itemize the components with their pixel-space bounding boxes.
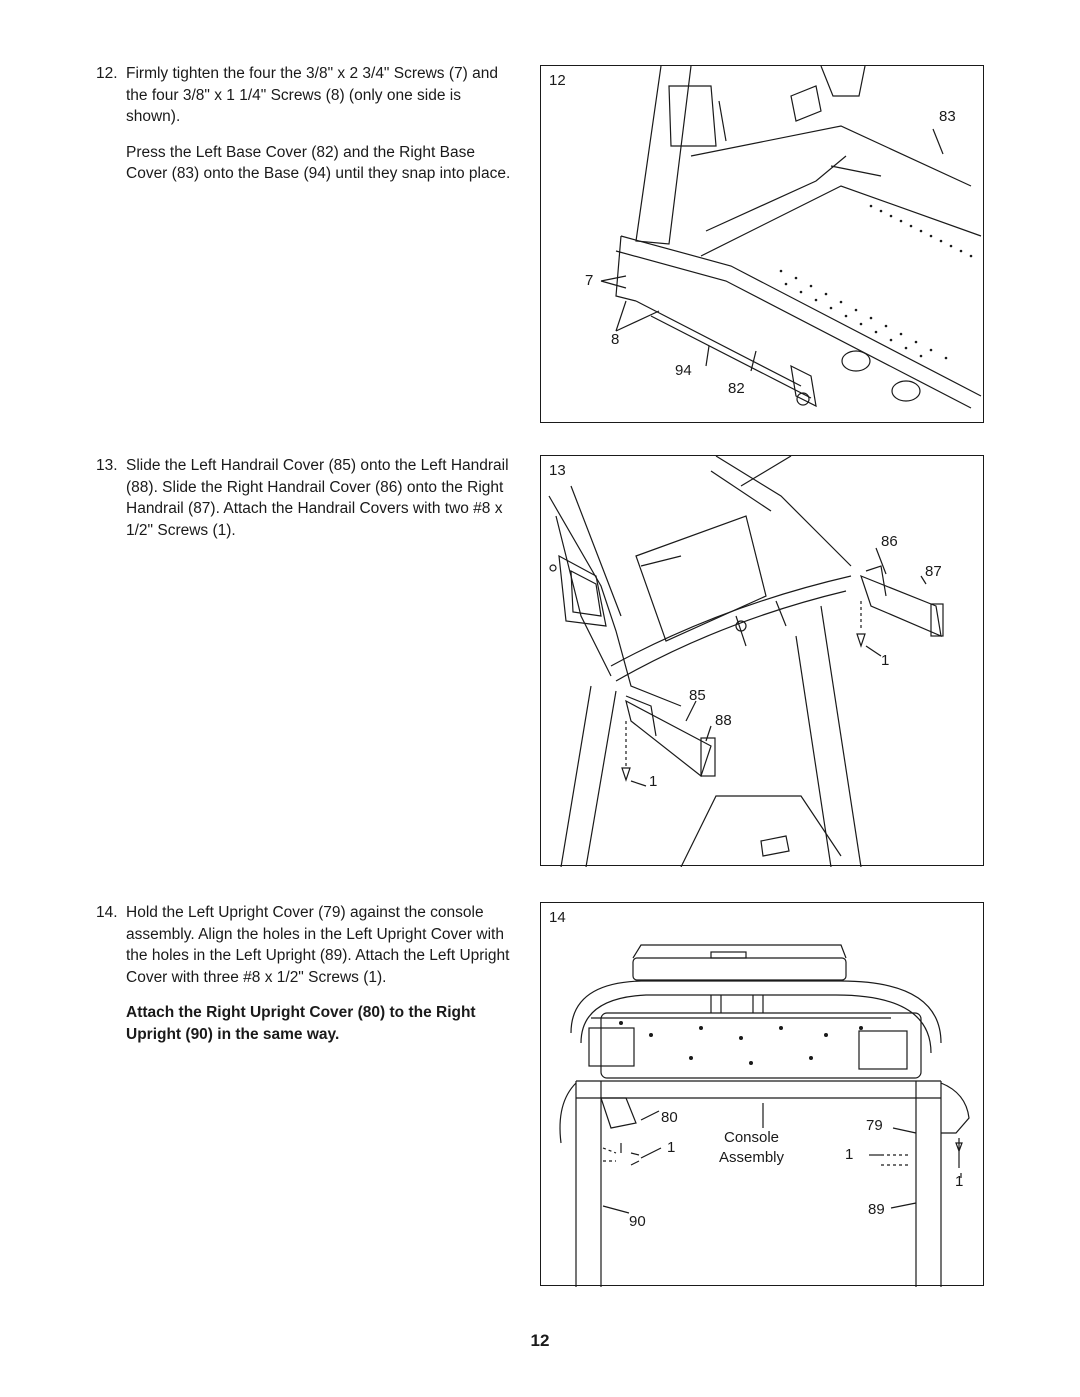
figure-12: 12 83 7 8 94 82 (540, 65, 984, 423)
figure-14-illustration (559, 944, 970, 1287)
callout-8: 8 (611, 331, 620, 348)
figure-14: 14 80 1 79 1 1 89 90 Console Assembly (540, 902, 984, 1287)
step-paragraph: Press the Left Base Cover (82) and the R… (126, 143, 511, 183)
step-number: 12. (96, 65, 118, 82)
callout-89: 89 (868, 1201, 885, 1218)
callout-1: 1 (845, 1146, 854, 1163)
step-12: 12. Firmly tighten the four the 3/8" x 2… (96, 63, 511, 199)
callout-88: 88 (715, 712, 732, 729)
callout-79: 79 (866, 1117, 883, 1134)
callout-94: 94 (675, 362, 692, 379)
figure-number: 12 (549, 72, 566, 89)
callout-86: 86 (881, 533, 898, 550)
step-paragraph: Slide the Left Handrail Cover (85) onto … (126, 457, 509, 539)
callout-80: 80 (661, 1109, 678, 1126)
callout-87: 87 (925, 563, 942, 580)
callout-83: 83 (939, 108, 956, 125)
figure-12-illustration (600, 66, 982, 409)
callout-85: 85 (689, 687, 706, 704)
step-13: 13. Slide the Left Handrail Cover (85) o… (96, 455, 511, 555)
figure-number: 13 (549, 462, 566, 479)
callout-90: 90 (629, 1213, 646, 1230)
step-number: 13. (96, 457, 118, 474)
step-14: 14. Hold the Left Upright Cover (79) aga… (96, 902, 511, 1059)
console-assembly-line1: Console (723, 1129, 780, 1146)
callout-1: 1 (649, 773, 658, 790)
console-assembly-line2: Assembly (719, 1149, 785, 1166)
figure-13: 13 86 87 1 85 88 1 (540, 455, 984, 867)
figure-number: 14 (549, 909, 566, 926)
page-number: 12 (530, 1331, 550, 1350)
callout-7: 7 (585, 272, 594, 289)
step-paragraph: Firmly tighten the four the 3/8" x 2 3/4… (126, 65, 498, 125)
callout-1: 1 (955, 1173, 964, 1190)
callout-1: 1 (881, 652, 890, 669)
callout-1: 1 (667, 1139, 676, 1156)
step-number: 14. (96, 904, 118, 921)
step-bold-note: Attach the Right Upright Cover (80) to t… (126, 1004, 476, 1043)
step-paragraph: Hold the Left Upright Cover (79) against… (126, 904, 510, 986)
figure-13-illustration (548, 456, 944, 867)
console-assembly-label: Console Assembly (719, 1128, 784, 1168)
callout-82: 82 (728, 380, 745, 397)
